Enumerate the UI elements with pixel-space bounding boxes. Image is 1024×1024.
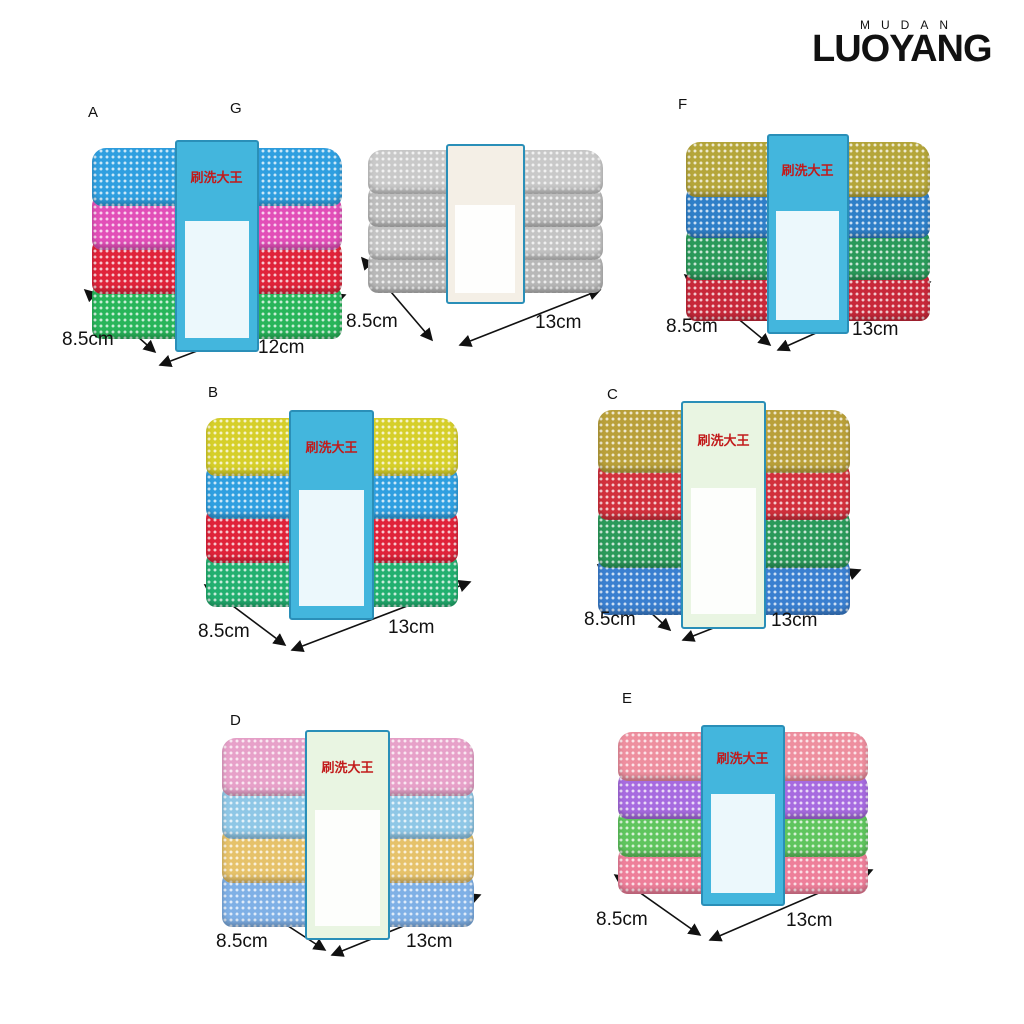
package-instructions [776,210,839,321]
product-label: C [607,386,618,403]
sponge-stack-g [368,144,603,304]
package-band: 刷洗大王 [174,140,259,352]
package-band [445,144,525,304]
length-label: 13cm [786,910,833,931]
product-label: D [230,712,241,729]
package-title: 刷洗大王 [781,162,834,178]
sponge-stack-e: 刷洗大王 [618,725,868,906]
sponge-stack-d: 刷洗大王 [222,730,474,940]
product-label: A [88,104,99,121]
length-label: 13cm [852,319,899,340]
depth-label: 8.5cm [346,311,398,332]
sponge-stack-c: 刷洗大王 [598,401,850,629]
package-instructions [299,490,364,606]
sponge-stack-b: 刷洗大王 [206,410,458,620]
package-band: 刷洗大王 [305,730,390,940]
package-instructions [455,205,516,293]
package-band: 刷洗大王 [289,410,374,620]
package-title: 刷洗大王 [716,751,769,767]
package-band: 刷洗大王 [766,134,849,334]
package-title: 刷洗大王 [190,169,243,185]
package-title: 刷洗大王 [321,759,374,775]
package-band: 刷洗大王 [700,725,785,906]
length-label: 13cm [388,617,435,638]
brand-logo: MUDAN LUOYANG [812,18,1002,70]
logo-title: LUOYANG [812,28,993,70]
package-title: 刷洗大王 [697,433,750,449]
depth-label: 8.5cm [62,329,114,350]
package-instructions [315,810,380,926]
package-instructions [184,221,249,338]
length-label: 13cm [406,931,453,952]
package-instructions [691,488,756,614]
sponge-stack-a: 刷洗大王 [92,140,342,352]
depth-label: 8.5cm [666,316,718,337]
product-label: G [230,100,242,117]
depth-label: 8.5cm [596,909,648,930]
length-label: 13cm [771,610,818,631]
arrow-g-length [458,288,602,347]
product-label: B [208,384,219,401]
depth-label: 8.5cm [216,931,268,952]
length-label: 13cm [535,312,582,333]
logo-subtitle: MUDAN [860,18,959,32]
product-label: F [678,96,688,113]
sponge-stack-f: 刷洗大王 [686,134,930,334]
length-label: 12cm [258,337,305,358]
depth-label: 8.5cm [198,621,250,642]
product-label: E [622,690,633,707]
depth-label: 8.5cm [584,609,636,630]
package-title: 刷洗大王 [305,439,358,455]
package-band: 刷洗大王 [681,401,766,629]
package-instructions [710,794,775,894]
